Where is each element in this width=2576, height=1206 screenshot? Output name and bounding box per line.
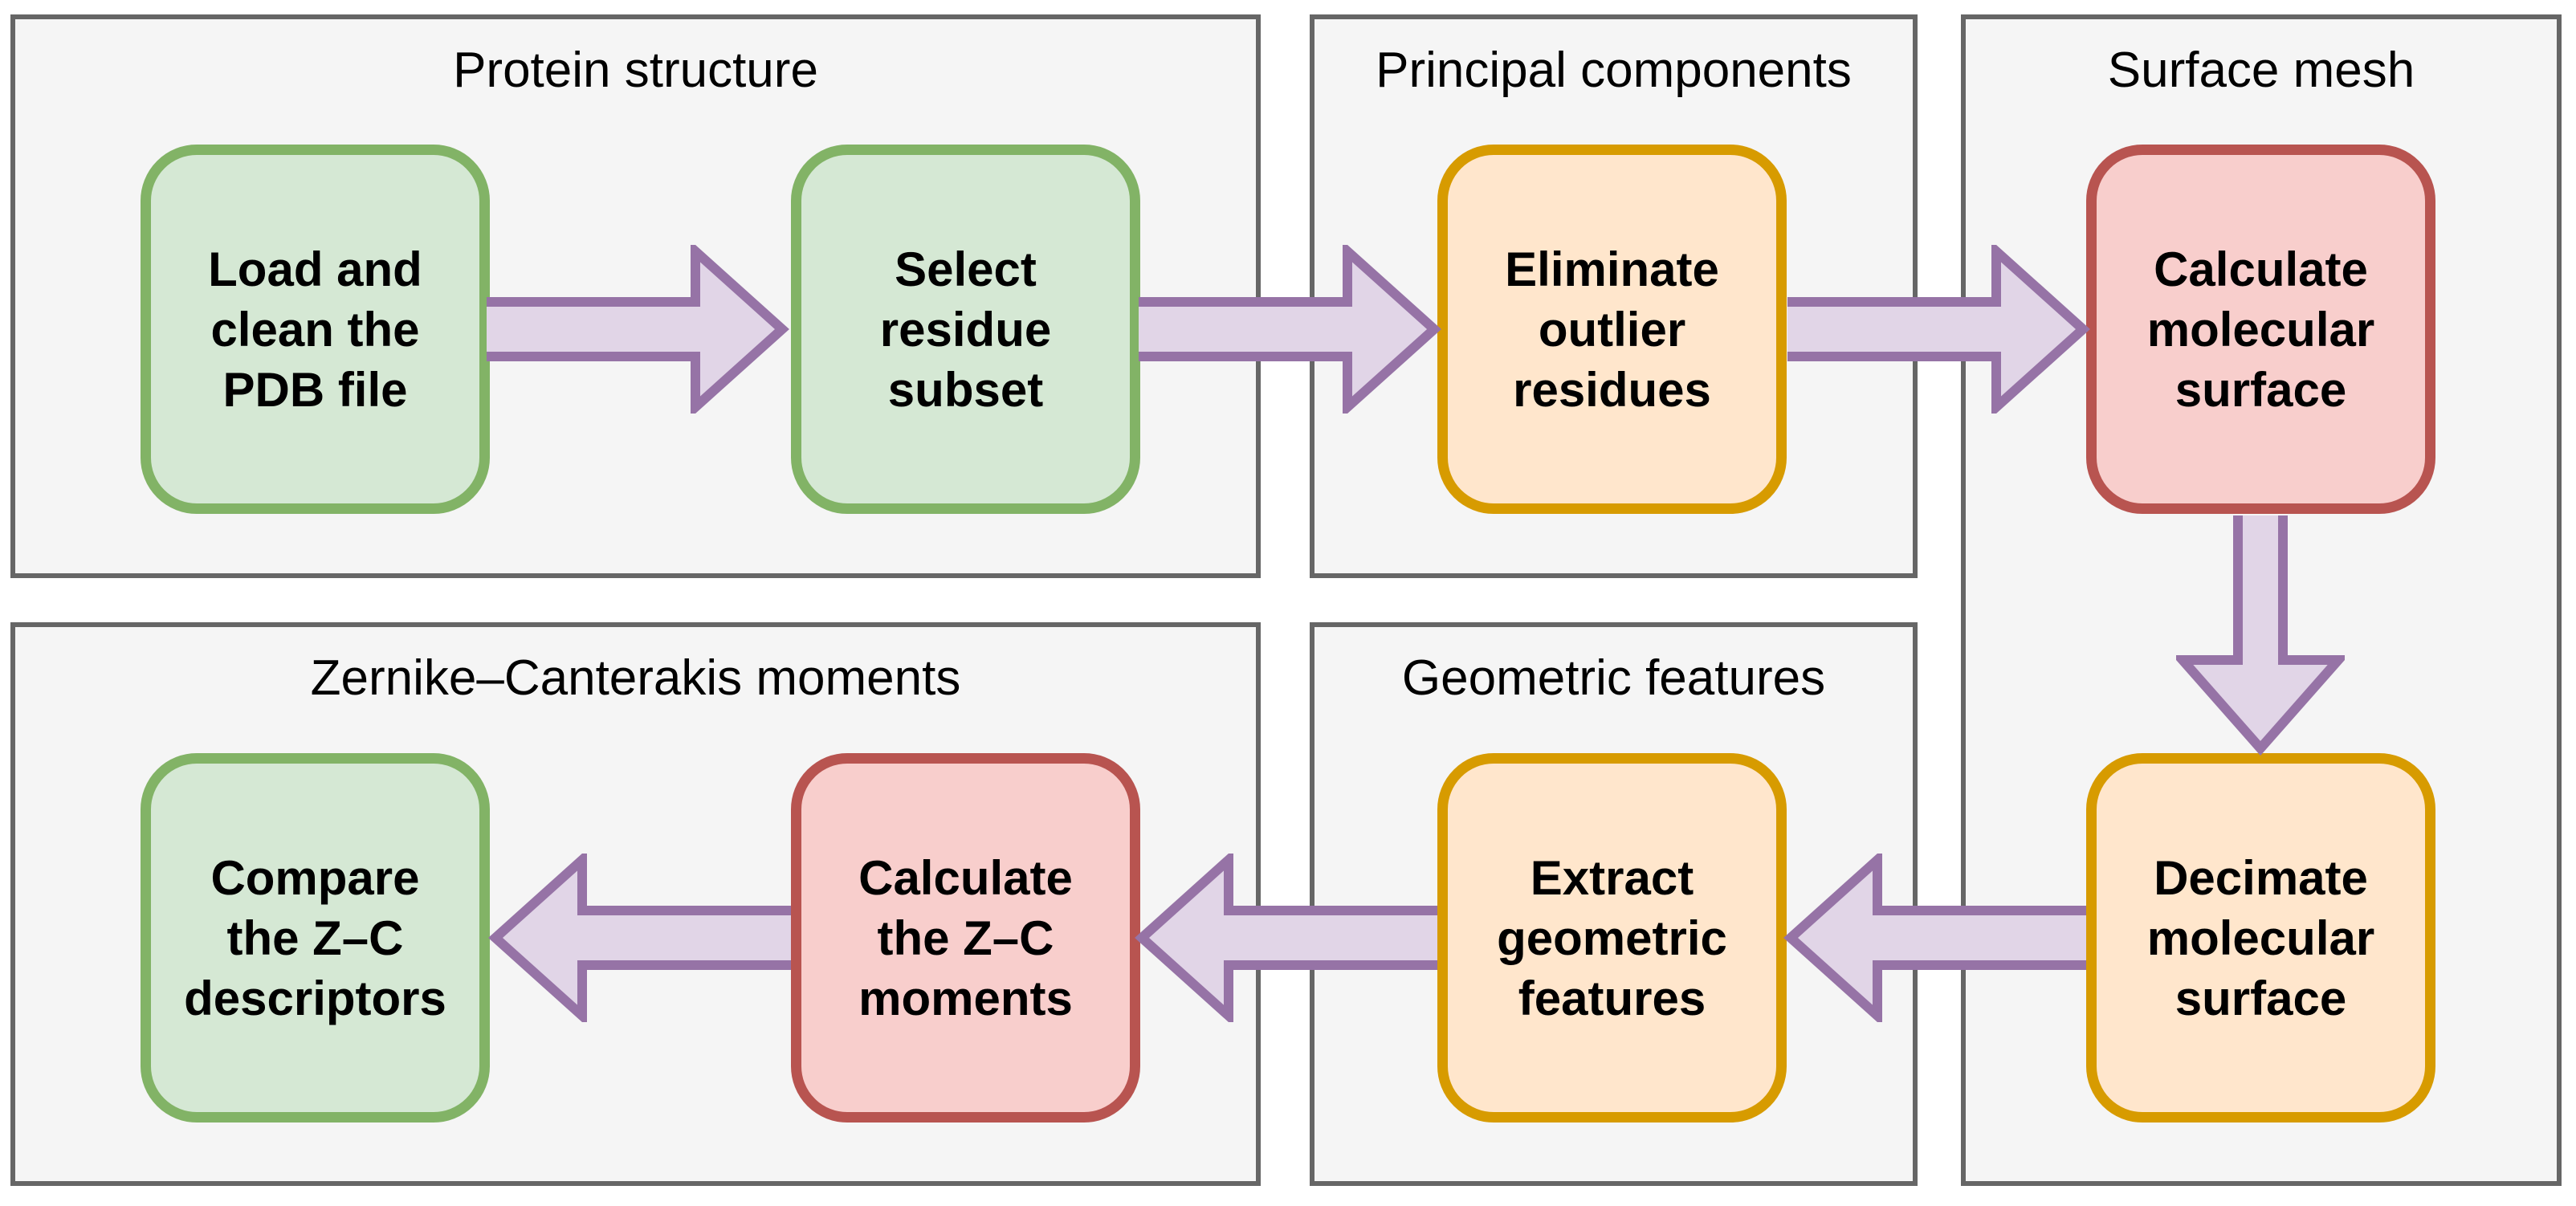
arrow-right-eliminate-to-calculate xyxy=(1787,245,2090,414)
node-decimate-molecular-surface: Decimate molecular surface xyxy=(2086,753,2435,1122)
group-title: Geometric features xyxy=(1401,650,1826,706)
node-label: Calculate the Z–C moments xyxy=(858,850,1073,1025)
node-label: Select residue subset xyxy=(879,242,1052,417)
node-calculate-molecular-surface: Calculate molecular surface xyxy=(2086,145,2435,514)
node-label: Load and clean the PDB file xyxy=(208,242,422,417)
group-title: Protein structure xyxy=(453,43,818,98)
node-compare-zc-descriptors: Compare the Z–C descriptors xyxy=(141,753,490,1122)
node-extract-geometric-features: Extract geometric features xyxy=(1437,753,1787,1122)
node-load-clean-pdb: Load and clean the PDB file xyxy=(141,145,490,514)
node-label: Compare the Z–C descriptors xyxy=(184,850,446,1025)
node-label: Eliminate outlier residues xyxy=(1505,242,1719,417)
node-select-residue-subset: Select residue subset xyxy=(791,145,1140,514)
node-eliminate-outlier-residues: Eliminate outlier residues xyxy=(1437,145,1787,514)
group-title: Zernike–Canterakis moments xyxy=(310,650,961,706)
group-title: Principal components xyxy=(1376,43,1852,98)
node-label: Extract geometric features xyxy=(1497,850,1727,1025)
group-title: Surface mesh xyxy=(2107,43,2415,98)
arrow-left-extract-to-calczc xyxy=(1135,854,1437,1022)
node-label: Decimate molecular surface xyxy=(2146,850,2375,1025)
arrow-down-calculate-to-decimate xyxy=(2176,515,2345,756)
arrow-right-select-to-eliminate xyxy=(1139,245,1441,414)
node-label: Calculate molecular surface xyxy=(2146,242,2375,417)
node-calculate-zc-moments: Calculate the Z–C moments xyxy=(791,753,1140,1122)
arrow-left-calczc-to-compare xyxy=(488,854,791,1022)
arrow-left-decimate-to-extract xyxy=(1783,854,2086,1022)
arrow-right-load-to-select xyxy=(487,245,789,414)
